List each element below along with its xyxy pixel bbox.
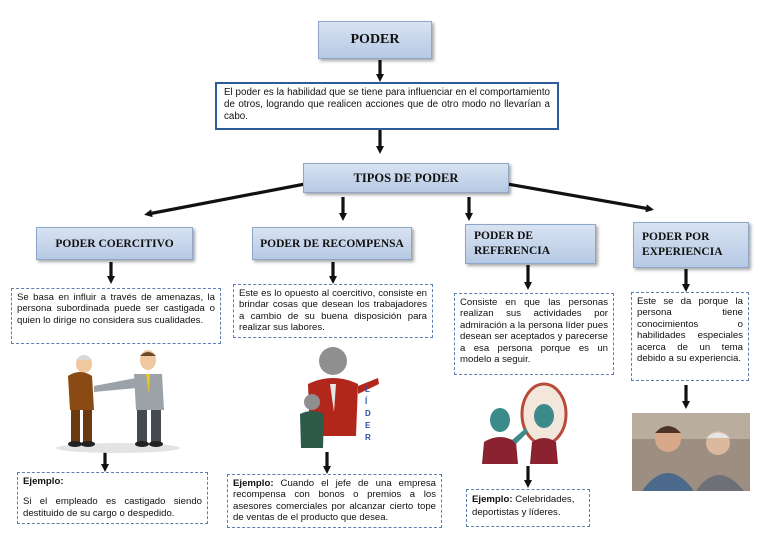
example-referencia: Ejemplo: Celebridades, deportistas y líd… <box>466 489 590 527</box>
mirror-illustration <box>482 382 568 464</box>
type-header-recompensa: PODER DE RECOMPENSA <box>252 227 412 260</box>
example-label-coercitivo: Ejemplo: <box>23 476 64 487</box>
example-text-referencia: Celebridades, deportistas y líderes. <box>472 494 575 518</box>
title-box: PODER <box>318 21 432 59</box>
leader-caption-r: R <box>365 433 371 442</box>
example-coercitivo: Ejemplo: Si el empleado es castigado sie… <box>17 472 208 524</box>
type-label-coercitivo: PODER COERCITIVO <box>55 237 174 250</box>
description-referencia: Consiste en que las personas realizan su… <box>454 293 614 375</box>
types-heading-box: TIPOS DE PODER <box>303 163 509 193</box>
type-header-coercitivo: PODER COERCITIVO <box>36 227 193 260</box>
arrow-types-to-coercitivo <box>144 182 306 218</box>
description-text-coercitivo: Se basa en influir a través de amenazas,… <box>17 292 215 326</box>
example-label-referencia: Ejemplo: <box>472 494 513 505</box>
type-label-recompensa: PODER DE RECOMPENSA <box>260 237 404 250</box>
coercive-illustration <box>56 350 180 453</box>
type-header-referencia: PODER DE REFERENCIA <box>465 224 596 264</box>
description-text-recompensa: Este es lo opuesto al coercitivo, consis… <box>239 288 427 334</box>
definition-text: El poder es la habilidad que se tiene pa… <box>224 87 550 122</box>
types-heading-text: TIPOS DE PODER <box>353 170 459 185</box>
description-text-experiencia: Este se da porque la persona tiene conoc… <box>637 296 743 365</box>
experience-photo <box>632 413 750 491</box>
leader-illustration: L Í D E R <box>300 347 379 448</box>
title-text: PODER <box>350 32 400 47</box>
description-text-referencia: Consiste en que las personas realizan su… <box>460 297 608 366</box>
description-recompensa: Este es lo opuesto al coercitivo, consis… <box>233 284 433 338</box>
example-text-recompensa: Cuando el jefe de una empresa recompensa… <box>233 478 437 524</box>
type-label-experiencia: PODER POR EXPERIENCIA <box>642 231 723 258</box>
arrow-types-to-experiencia <box>506 182 654 213</box>
leader-caption-d: D <box>365 409 371 418</box>
leader-caption-l: L <box>365 385 370 394</box>
example-recompensa: Ejemplo: Cuando el jefe de una empresa r… <box>227 474 442 528</box>
description-experiencia: Este se da porque la persona tiene conoc… <box>631 292 749 381</box>
example-text-coercitivo: Si el empleado es castigado siendo desti… <box>23 495 202 520</box>
example-label-recompensa: Ejemplo: <box>233 478 274 489</box>
type-label-referencia: PODER DE REFERENCIA <box>474 230 551 257</box>
leader-caption-e: E <box>365 421 371 430</box>
description-coercitivo: Se basa en influir a través de amenazas,… <box>11 288 221 344</box>
type-header-experiencia: PODER POR EXPERIENCIA <box>633 222 749 268</box>
definition-box: El poder es la habilidad que se tiene pa… <box>215 82 559 130</box>
leader-caption-i: Í <box>365 397 368 406</box>
